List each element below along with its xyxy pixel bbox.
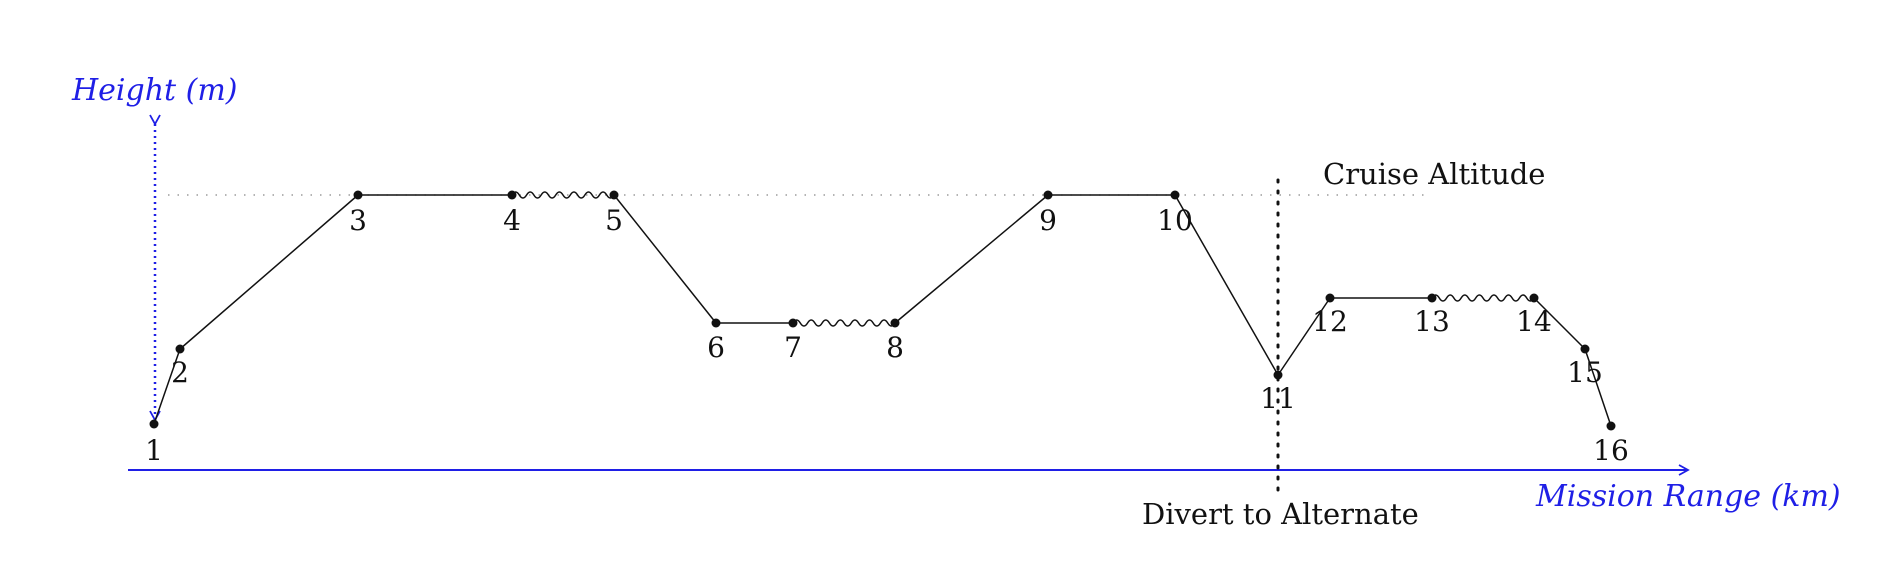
segment-4-5-wavy [511,191,615,199]
segment-13-14-wavy [1431,294,1535,302]
divert-label: Divert to Alternate [1142,497,1419,531]
waypoint-label-9: 9 [1039,204,1057,237]
cruise-altitude-label: Cruise Altitude [1323,157,1545,191]
waypoint-10 [1170,190,1180,200]
segment-8-9 [894,194,1049,324]
waypoint-label-13: 13 [1414,305,1450,338]
waypoint-1 [149,419,159,429]
waypoint-label-11: 11 [1260,382,1296,415]
waypoint-label-1: 1 [145,434,163,467]
segment-7-8-wavy [792,319,896,327]
segment-2-3 [179,194,359,350]
waypoint-7 [788,318,798,328]
waypoint-15 [1580,344,1590,354]
waypoint-14 [1529,293,1539,303]
waypoint-5 [609,190,619,200]
waypoint-label-6: 6 [707,331,725,364]
waypoint-label-8: 8 [886,331,904,364]
waypoint-label-10: 10 [1157,204,1193,237]
waypoint-9 [1043,190,1053,200]
waypoint-13 [1427,293,1437,303]
waypoint-label-12: 12 [1312,305,1348,338]
segment-14-15 [1533,297,1586,350]
y-axis-label: Height (m) [71,73,237,108]
waypoint-label-5: 5 [605,204,623,237]
x-axis-label: Mission Range (km) [1535,479,1841,514]
waypoint-label-2: 2 [171,356,189,389]
segment-1-2 [153,348,181,425]
waypoint-label-3: 3 [349,204,367,237]
waypoint-label-15: 15 [1567,356,1603,389]
segment-10-11 [1174,194,1279,376]
waypoint-3 [353,190,363,200]
waypoint-8 [890,318,900,328]
waypoint-11 [1273,370,1283,380]
waypoint-label-16: 16 [1593,434,1629,467]
waypoint-6 [711,318,721,328]
waypoint-16 [1606,421,1616,431]
waypoint-2 [175,344,185,354]
waypoint-12 [1325,293,1335,303]
waypoint-label-4: 4 [503,204,521,237]
waypoint-label-14: 14 [1516,305,1552,338]
segment-15-16 [1584,348,1612,427]
flight-path [153,191,1612,427]
segment-11-12 [1277,297,1331,376]
waypoint-4 [507,190,517,200]
waypoint-label-7: 7 [784,331,802,364]
segment-5-6 [613,194,717,324]
